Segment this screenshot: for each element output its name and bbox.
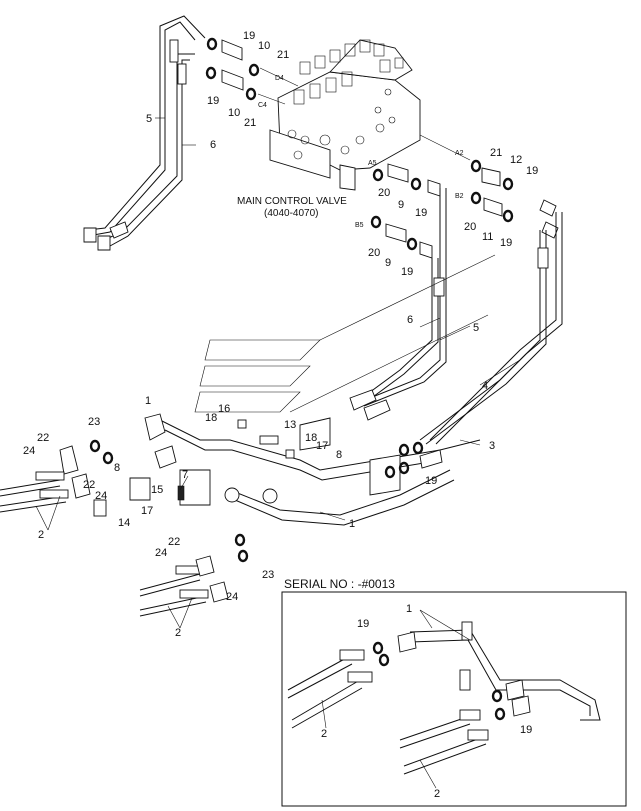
callout: 24 (155, 547, 167, 559)
callout: 20 (464, 221, 476, 233)
callout: 12 (510, 154, 522, 166)
callout: 19 (425, 475, 437, 487)
hose-bundle-left (0, 471, 69, 513)
hoses-5-6 (83, 15, 206, 251)
callout: 3 (489, 440, 495, 452)
leader-lines (35, 117, 521, 789)
callout: 10 (258, 40, 270, 52)
port-c4: C4 (258, 102, 267, 109)
callout: 22 (168, 536, 180, 548)
callout: 23 (88, 416, 100, 428)
port-a2: A2 (455, 150, 464, 157)
valve-model: (4040-4070) (264, 208, 318, 219)
callout: 22 (83, 479, 95, 491)
callout: 1 (349, 518, 355, 530)
port-d4: D4 (275, 75, 284, 82)
stacked-plates (194, 254, 496, 413)
callout: 22 (37, 432, 49, 444)
steel-pipe-frame (144, 413, 481, 526)
callout: 1 (145, 395, 151, 407)
callout: 18 (305, 432, 317, 444)
small-parts (59, 419, 443, 517)
callout: 24 (23, 445, 35, 457)
callout: 19 (415, 207, 427, 219)
callout: 19 (526, 165, 538, 177)
callout: 6 (210, 139, 216, 151)
callout: 1 (406, 603, 412, 615)
callout: 20 (378, 187, 390, 199)
callout: 7 (182, 469, 188, 481)
port-b5: B5 (355, 222, 364, 229)
callout: 24 (226, 591, 238, 603)
callout: 21 (490, 147, 502, 159)
callout: 8 (336, 449, 342, 461)
callout: 19 (207, 95, 219, 107)
callout: 10 (228, 107, 240, 119)
callout: 14 (118, 517, 130, 529)
callout: 2 (38, 529, 44, 541)
callout: 17 (141, 505, 153, 517)
callout: 24 (95, 490, 107, 502)
hose-bundle-lower (139, 533, 249, 617)
callout: 15 (151, 484, 163, 496)
right-side-fittings (370, 134, 559, 259)
callout: 11 (482, 231, 493, 243)
callout: 19 (520, 724, 532, 736)
callout: 23 (262, 569, 274, 581)
callout: 20 (368, 247, 380, 259)
port-b2: B2 (455, 193, 464, 200)
serial-inset (281, 591, 627, 807)
callout: 5 (473, 322, 479, 334)
callout: 2 (321, 728, 327, 740)
serial-label: SERIAL NO : -#0013 (284, 577, 395, 591)
callout: 9 (385, 257, 391, 269)
callout: 21 (277, 49, 289, 61)
callout: 6 (407, 314, 413, 326)
callout: 19 (243, 30, 255, 42)
valve-title: MAIN CONTROL VALVE (237, 196, 347, 207)
long-hoses (349, 188, 563, 445)
callout: 2 (434, 788, 440, 800)
port-a5: A5 (368, 160, 377, 167)
main-control-valve (269, 39, 421, 191)
callout: 16 (218, 403, 230, 415)
callout: 17 (316, 440, 328, 452)
callout: 21 (244, 117, 256, 129)
callout: 13 (284, 419, 296, 431)
callout: 19 (500, 237, 512, 249)
callout: 19 (401, 266, 413, 278)
callout: 18 (205, 412, 217, 424)
callout: 8 (114, 462, 120, 474)
callout: 4 (482, 380, 488, 392)
callout: 5 (146, 113, 152, 125)
valve-top-fittings (205, 37, 299, 105)
callout: 19 (357, 618, 369, 630)
callout: 9 (398, 199, 404, 211)
callout: 2 (175, 627, 181, 639)
